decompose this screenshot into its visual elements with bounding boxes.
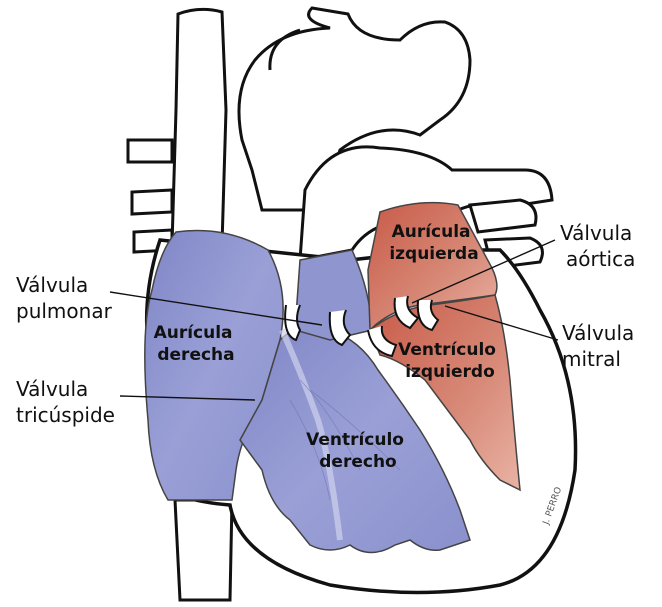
pulmonary-vein-upper [470, 200, 536, 232]
label-valvula-mitral: Válvula mitral [562, 321, 641, 371]
label-valvula-tricuspide-line2: tricúspide [16, 403, 115, 427]
label-valvula-aortica-line1: Válvula [560, 221, 632, 245]
label-ventriculo-izquierdo-line2: izquierdo [405, 362, 495, 382]
label-valvula-aortica: Válvula aórtica [560, 221, 639, 271]
label-valvula-pulmonar-line1: Válvula [16, 273, 88, 297]
inferior-vena-cava [175, 500, 232, 600]
label-auricula-derecha-line2: derecha [157, 345, 234, 365]
label-valvula-pulmonar: Válvula pulmonar [16, 273, 113, 323]
label-auricula-izquierda-line1: Aurícula [392, 222, 471, 242]
label-ventriculo-derecho-line1: Ventrículo [306, 430, 404, 450]
superior-vena-cava [172, 9, 226, 245]
label-ventriculo-derecho-line2: derecho [319, 452, 396, 472]
label-valvula-pulmonar-line2: pulmonar [16, 299, 113, 323]
label-ventriculo-izquierdo-line1: Ventrículo [398, 340, 496, 360]
label-valvula-tricuspide: Válvula tricúspide [16, 377, 115, 427]
label-auricula-izquierda-line2: izquierda [389, 244, 478, 264]
label-valvula-mitral-line1: Válvula [562, 321, 634, 345]
label-valvula-aortica-line2: aórtica [566, 247, 635, 271]
label-valvula-mitral-line2: mitral [562, 347, 621, 371]
right-pulmonary-vein-2 [132, 190, 172, 214]
right-pulmonary-vein-1 [128, 140, 172, 162]
label-auricula-derecha-line1: Aurícula [154, 323, 233, 343]
label-valvula-tricuspide-line1: Válvula [16, 377, 88, 401]
